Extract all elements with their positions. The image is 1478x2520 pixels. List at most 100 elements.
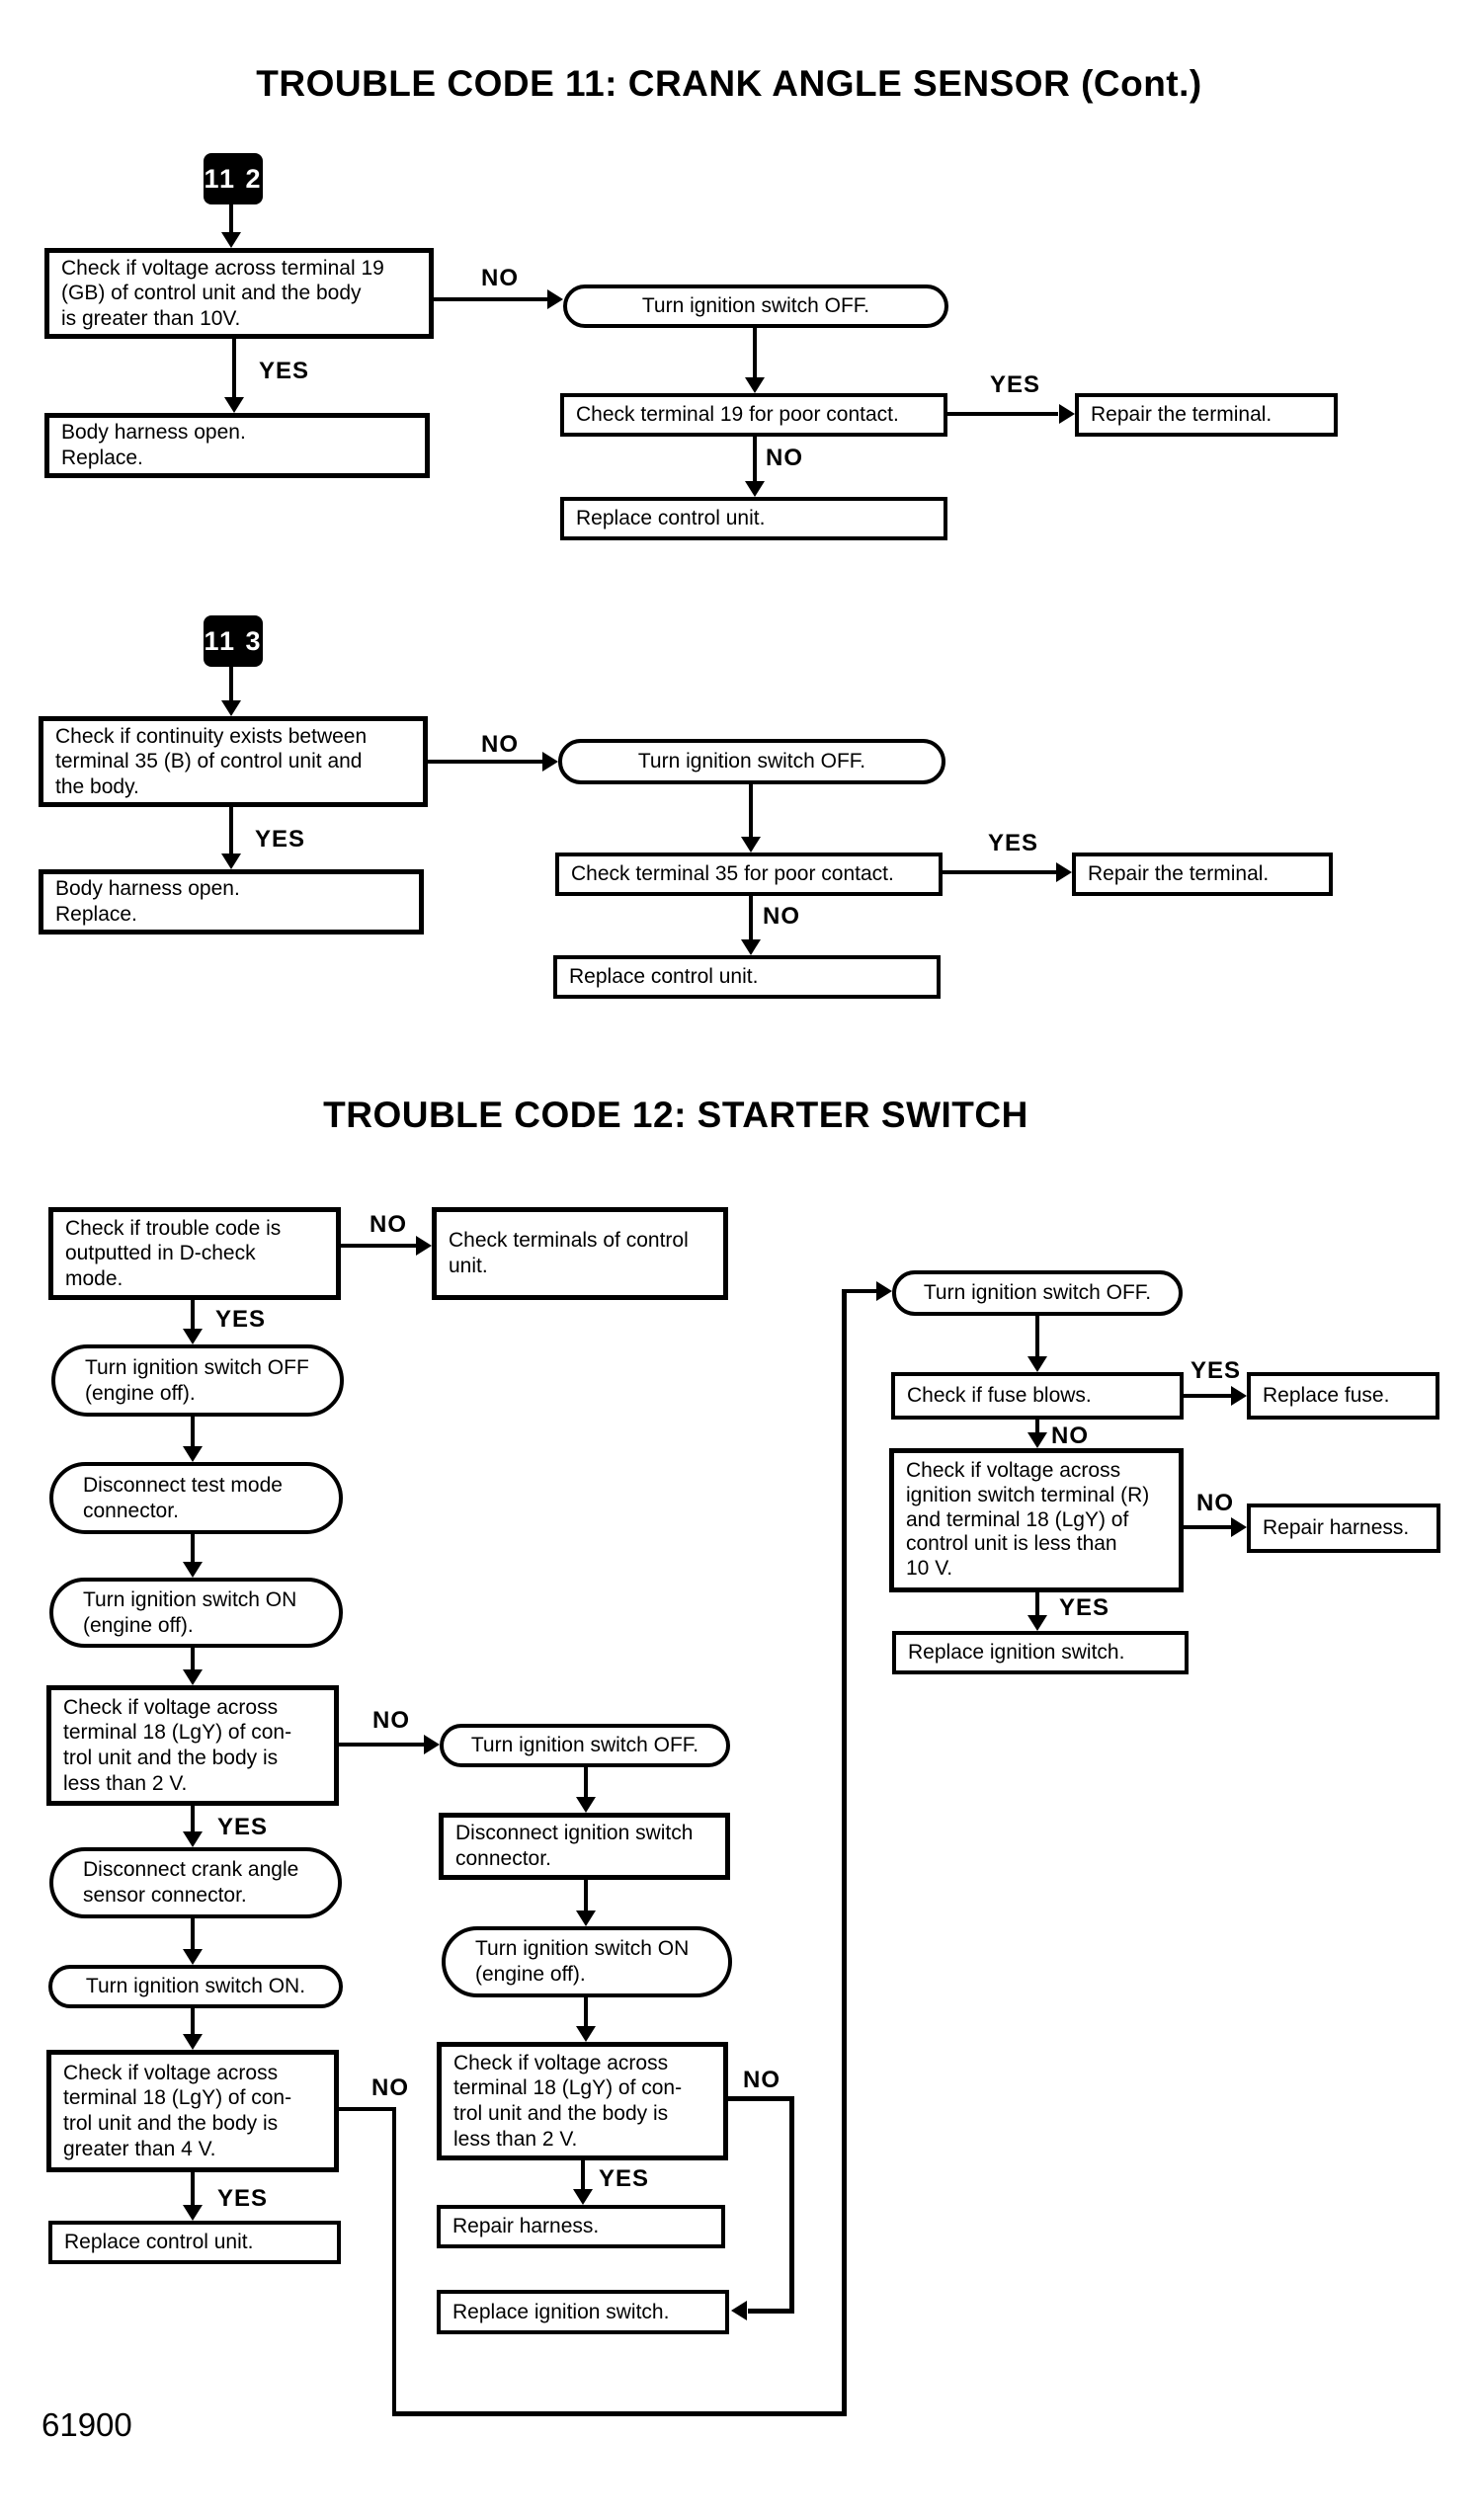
node-check-terminal-35-contact: Check terminal 35 for poor contact.: [555, 853, 943, 896]
arrowhead-down: [741, 837, 761, 853]
node-repair-terminal-2: Repair the terminal.: [1072, 853, 1333, 896]
arrowhead-down: [224, 397, 244, 413]
flow-line: [753, 437, 757, 481]
arrowhead-right: [1059, 404, 1075, 424]
node-turn-ignition-on-engine-off: Turn ignition switch ON (engine off).: [49, 1578, 343, 1648]
node-check-terminal-19-contact: Check terminal 19 for poor contact.: [560, 393, 947, 437]
arrowhead-down: [183, 1562, 203, 1578]
flow-line: [943, 870, 1056, 874]
node-turn-ignition-off-right: Turn ignition switch OFF.: [892, 1270, 1183, 1316]
flow-line: [1035, 1420, 1039, 1434]
arrowhead-down: [221, 232, 241, 248]
branch-label-no: NO: [481, 265, 519, 291]
flow-line: [191, 1648, 195, 1671]
code-badge-112: 11 2: [204, 153, 263, 204]
flow-line: [191, 1918, 195, 1951]
flow-line: [749, 896, 753, 939]
flow-line: [392, 2411, 847, 2416]
flow-line: [434, 297, 548, 301]
branch-label-yes: YES: [217, 1814, 269, 1840]
flow-line: [584, 1767, 588, 1799]
arrowhead-right: [1056, 862, 1072, 882]
flow-line: [728, 2096, 793, 2101]
node-repair-terminal-1: Repair the terminal.: [1075, 393, 1338, 437]
arrowhead-right: [876, 1281, 892, 1301]
flow-line: [191, 2172, 195, 2207]
node-turn-ignition-off-1: Turn ignition switch OFF.: [563, 285, 948, 328]
node-repair-harness-right: Repair harness.: [1247, 1504, 1440, 1553]
arrowhead-down: [183, 1669, 203, 1685]
node-turn-ignition-on: Turn ignition switch ON.: [48, 1965, 343, 2008]
flow-line: [748, 2309, 794, 2314]
flow-line: [232, 339, 236, 398]
branch-label-no: NO: [372, 1707, 410, 1734]
flow-line: [1035, 1592, 1039, 1617]
node-replace-ignition-switch-mid: Replace ignition switch.: [437, 2290, 729, 2334]
arrowhead-down: [183, 1831, 203, 1847]
flow-line: [191, 1534, 195, 1563]
flow-line: [339, 1743, 424, 1747]
flow-line: [191, 1806, 195, 1833]
code-badge-113: 11 3: [204, 615, 263, 667]
flow-line: [842, 1289, 877, 1293]
branch-label-no: NO: [481, 731, 519, 758]
flow-line: [1184, 1525, 1233, 1529]
branch-label-no: NO: [370, 1211, 407, 1238]
flow-line: [947, 412, 1058, 416]
arrowhead-right: [1231, 1386, 1247, 1406]
arrowhead-down: [573, 2189, 593, 2205]
node-turn-ignition-off-2: Turn ignition switch OFF.: [558, 739, 945, 784]
page-code: 61900: [41, 2406, 132, 2443]
flow-line: [1184, 1394, 1233, 1398]
flow-line: [229, 667, 233, 700]
arrowhead-right: [416, 1236, 432, 1256]
flow-line: [428, 760, 542, 764]
arrowhead-right: [424, 1735, 440, 1754]
node-body-harness-open-1: Body harness open. Replace.: [44, 413, 430, 478]
flow-line: [229, 204, 233, 232]
branch-label-no: NO: [1196, 1490, 1234, 1516]
arrowhead-down: [221, 854, 241, 869]
flow-line: [191, 2008, 195, 2036]
flow-line: [339, 2107, 396, 2111]
branch-label-no: NO: [1051, 1423, 1089, 1449]
flow-line: [1035, 1316, 1039, 1358]
node-check-voltage-18-less-2v-mid: Check if voltage across terminal 18 (LgY…: [437, 2042, 728, 2160]
arrowhead-right: [542, 752, 558, 772]
node-check-terminals-control-unit: Check terminals of control unit.: [432, 1207, 728, 1300]
flow-line: [842, 1289, 847, 2416]
flow-line: [584, 1880, 588, 1912]
node-turn-ignition-off-mid: Turn ignition switch OFF.: [440, 1724, 730, 1767]
node-turn-ignition-off-engine-off: Turn ignition switch OFF (engine off).: [51, 1344, 344, 1417]
flow-line: [341, 1244, 416, 1248]
branch-label-yes: YES: [259, 358, 310, 384]
branch-label-yes: YES: [217, 2185, 269, 2212]
node-replace-control-unit-1: Replace control unit.: [560, 497, 947, 540]
arrowhead-right: [1231, 1517, 1247, 1537]
flow-line: [749, 784, 753, 837]
page-title-trouble-code-11: TROUBLE CODE 11: CRANK ANGLE SENSOR (Con…: [256, 63, 1202, 104]
arrowhead-down: [1027, 1432, 1047, 1448]
branch-label-no: NO: [371, 2074, 409, 2101]
flow-line: [789, 2096, 794, 2314]
flow-line: [191, 1300, 195, 1330]
arrowhead-down: [221, 700, 241, 716]
node-replace-control-unit-3: Replace control unit.: [48, 2221, 341, 2264]
node-check-voltage-18-greater-4v: Check if voltage across terminal 18 (LgY…: [46, 2050, 339, 2172]
node-check-voltage-ignition-terminal-r: Check if voltage across ignition switch …: [889, 1448, 1184, 1592]
flow-line: [753, 328, 757, 379]
arrowhead-down: [745, 481, 765, 497]
arrowhead-down: [745, 377, 765, 393]
branch-label-no: NO: [743, 2067, 780, 2093]
node-disconnect-test-mode-connector: Disconnect test mode connector.: [49, 1462, 343, 1534]
flow-line: [191, 1417, 195, 1447]
branch-label-no: NO: [766, 445, 803, 471]
arrowhead-down: [183, 1446, 203, 1462]
node-check-trouble-code-dcheck: Check if trouble code is outputted in D-…: [48, 1207, 341, 1300]
arrowhead-down: [576, 1910, 596, 1926]
flow-line: [584, 1997, 588, 2028]
node-body-harness-open-2: Body harness open. Replace.: [39, 869, 424, 935]
arrowhead-down: [1027, 1615, 1047, 1631]
arrowhead-down: [1027, 1356, 1047, 1372]
